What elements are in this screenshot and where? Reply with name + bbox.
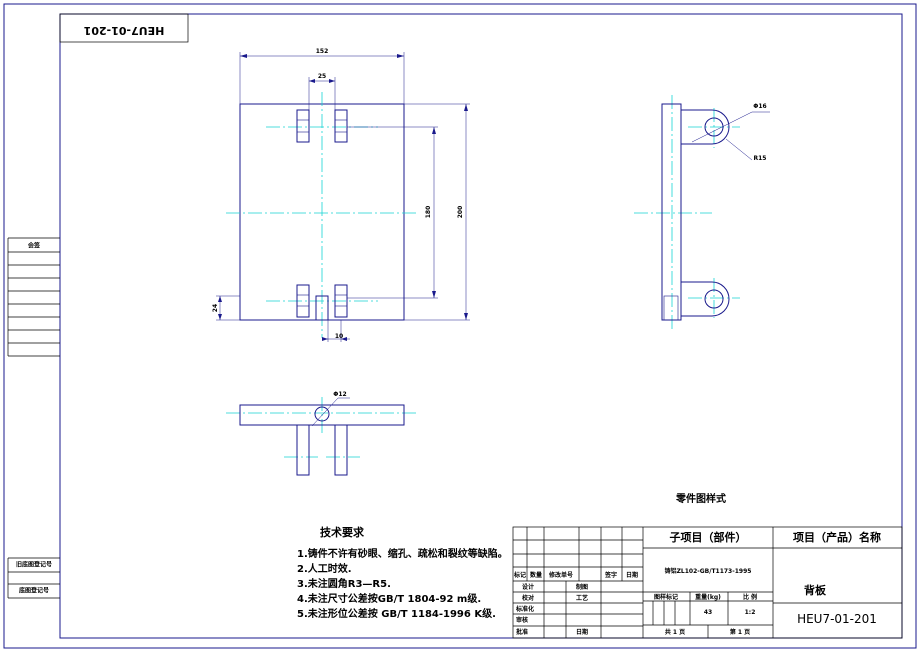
bottom-lug-left	[296, 424, 310, 476]
side-plate	[661, 103, 682, 321]
note-item: 1.铸件不许有砂眼、缩孔、疏松和裂纹等缺陷。	[297, 547, 508, 560]
tb-weight: 43	[704, 609, 712, 616]
dim-inner-height: 180	[425, 206, 432, 219]
code-box-text: HEU7-01-201	[84, 24, 165, 37]
tb-review: 审核	[516, 616, 528, 624]
tb-process: 工艺	[576, 594, 588, 602]
side-view: Φ16 R15	[634, 95, 770, 330]
notes-title: 技术要求	[320, 525, 365, 539]
tb-mark: 标记	[513, 571, 526, 579]
drawing-frame	[59, 13, 903, 639]
note-item: 3.未注圆角R3—R5.	[297, 577, 391, 590]
dim-hole-side: Φ16	[753, 103, 766, 110]
tb-date2: 日期	[576, 628, 588, 636]
tb-drawing-no: HEU7-01-201	[797, 612, 877, 626]
sample-label: 零件图样式	[675, 492, 726, 505]
sheet-border	[3, 3, 917, 649]
bottom-lug-right	[334, 424, 348, 476]
note-item: 4.未注尺寸公差按GB/T 1804-92 m级.	[297, 592, 481, 605]
note-item: 2.人工时效.	[297, 562, 352, 575]
tb-weight-label: 重量(kg)	[695, 593, 721, 601]
left-strip: 会签 旧底图登记号 底图登记号	[7, 237, 60, 599]
tb-approve: 批准	[516, 628, 528, 636]
tb-sign: 签字	[604, 571, 617, 579]
bottom-slot	[315, 295, 329, 321]
side-slot	[663, 295, 679, 321]
lug-upper-right	[334, 109, 348, 143]
tb-change-no: 修改单号	[548, 571, 573, 579]
side-lug-lower	[681, 281, 730, 317]
tb-date: 日期	[626, 571, 638, 579]
tb-design: 设计	[522, 583, 534, 591]
tb-material: 铸铝ZL102-GB/T1173-1995	[665, 567, 752, 575]
tb-qty: 数量	[530, 571, 542, 579]
lug-lower-right	[334, 284, 348, 318]
code-box	[59, 13, 189, 43]
tb-standardize: 标准化	[515, 605, 534, 613]
dim-slot-gap: 25	[318, 73, 326, 80]
bottom-hole	[314, 406, 330, 422]
bottom-view: Φ12	[226, 391, 418, 476]
side-hole-lower	[704, 289, 724, 309]
side-lug-upper	[681, 109, 730, 145]
tb-part-name: 背板	[804, 583, 827, 597]
tb-scale-label: 比 例	[743, 593, 757, 601]
dim-bottom-left: 24	[212, 304, 219, 312]
tb-page-no: 第 1 页	[729, 628, 750, 636]
dim-radius-side: R15	[754, 155, 767, 162]
lug-lower-left	[296, 284, 310, 318]
note-item: 5.未注形位公差按 GB/T 1184-1996 K级.	[297, 607, 496, 620]
tb-scale: 1:2	[745, 609, 756, 616]
tb-drawing: 制图	[576, 583, 588, 591]
countersign-label: 会签	[28, 242, 41, 250]
base-register-label: 底图登记号	[19, 587, 49, 595]
dim-width: 152	[316, 48, 329, 55]
tb-stage-mark: 图样标记	[654, 593, 678, 601]
tb-project: 项目（产品）名称	[793, 530, 881, 544]
dim-bottom-slot: 10	[335, 333, 343, 340]
bottom-plate	[239, 404, 405, 426]
dim-total-height: 200	[457, 206, 464, 219]
dim-hole-bottom: Φ12	[333, 391, 346, 398]
side-hole-upper	[704, 117, 724, 137]
technical-notes: 技术要求 1.铸件不许有砂眼、缩孔、疏松和裂纹等缺陷。 2.人工时效. 3.未注…	[297, 525, 508, 620]
tb-proofread: 校对	[522, 594, 534, 602]
old-base-register-label: 旧底图登记号	[16, 561, 52, 569]
front-view: 152 25 180 200 24 10	[212, 48, 470, 342]
tb-total-pages: 共 1 页	[665, 628, 685, 636]
lug-upper-left	[296, 109, 310, 143]
tb-subproject: 子项目（部件）	[670, 530, 747, 544]
title-block: 标记 数量 修改单号 签字 日期 设计 制图 校对 工艺 标准化 审核 批准 日…	[512, 526, 903, 639]
